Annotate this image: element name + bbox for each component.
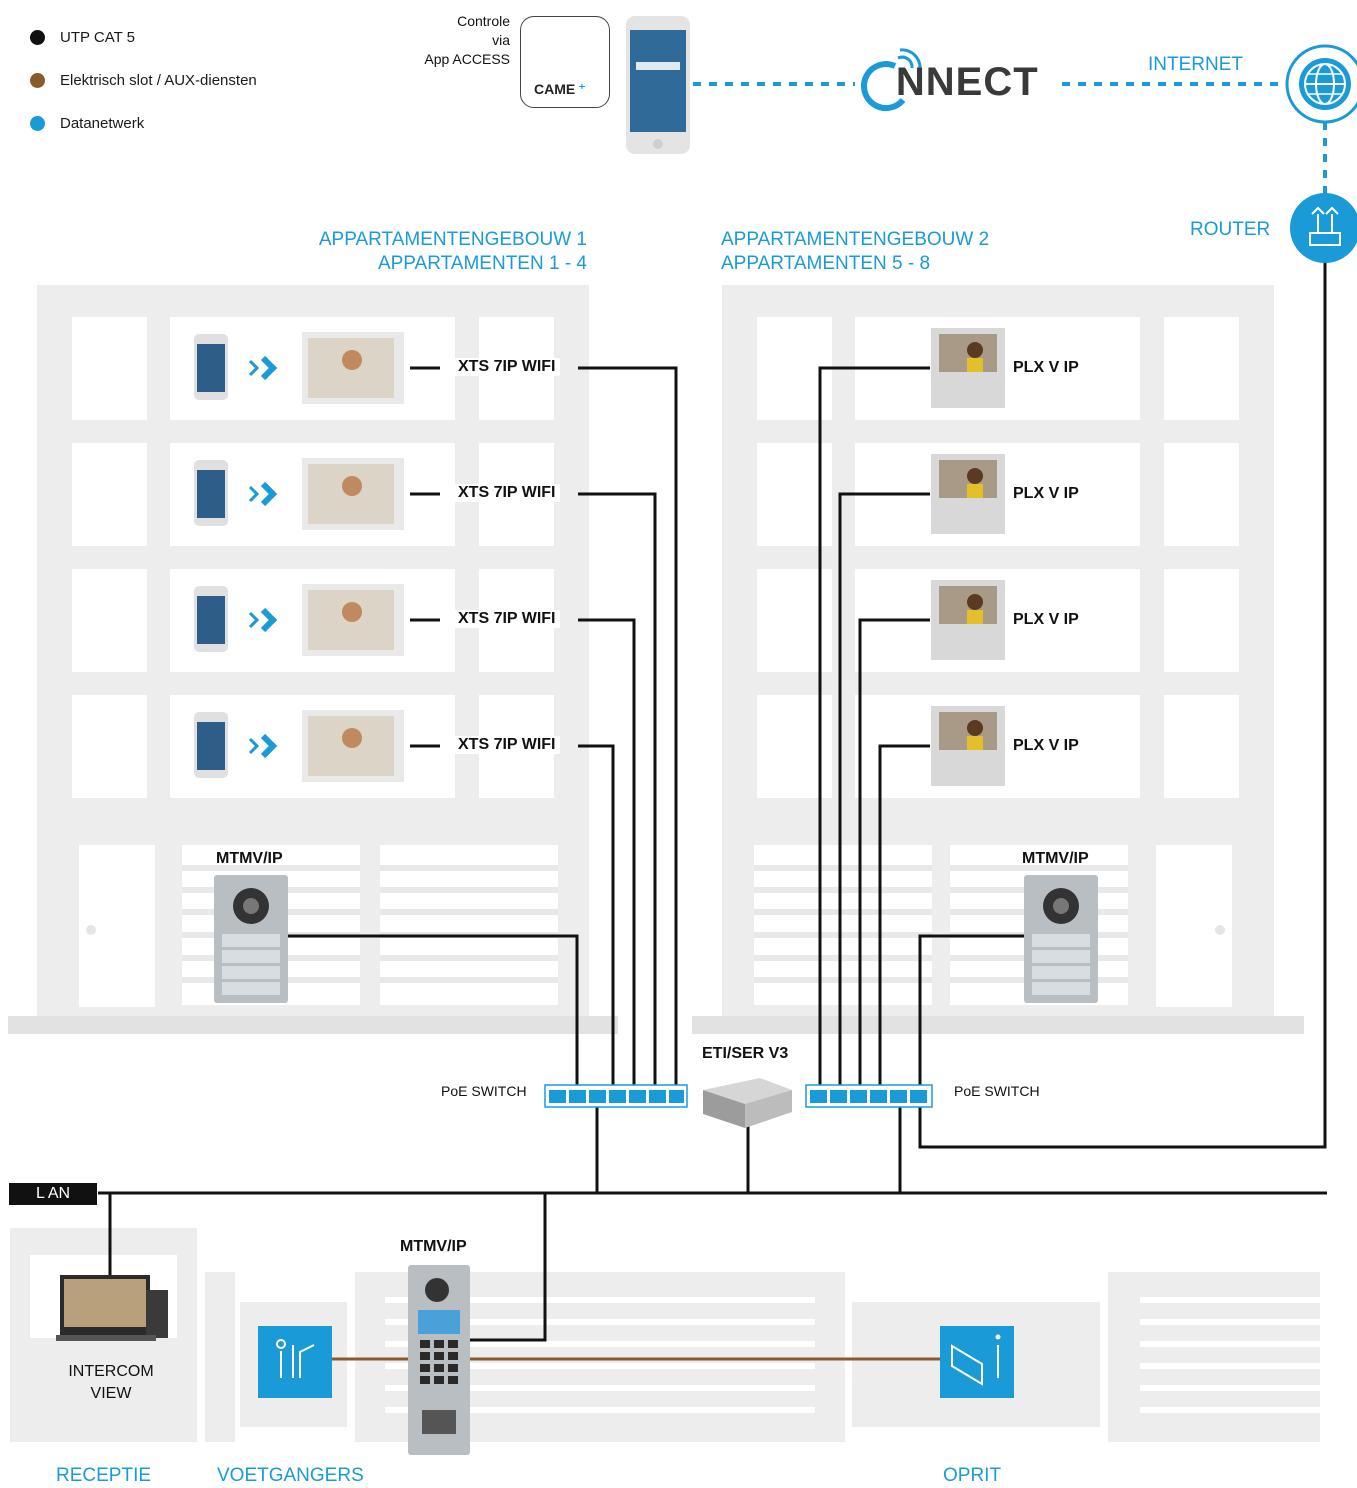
data-network-lines xyxy=(693,82,1327,195)
building1-devices xyxy=(194,332,404,782)
device-row-1 xyxy=(194,332,404,404)
poe-switch-label: PoE SWITCH xyxy=(441,1083,527,1099)
building1-title: APPARTAMENTENGEBOUW 1 APPARTAMENTEN 1 - … xyxy=(318,229,587,274)
legend-label: UTP CAT 5 xyxy=(60,29,136,46)
connect-logo: CNNECT xyxy=(895,60,1039,104)
poe-switch-2 xyxy=(805,1084,933,1108)
device-row-2 xyxy=(194,458,404,530)
receptie-label: RECEPTIE xyxy=(56,1465,152,1486)
utp-cables xyxy=(98,262,1327,1342)
came-brand: CAME xyxy=(534,81,576,97)
globe-icon xyxy=(1285,44,1357,124)
came-plus-icon: ⁺ xyxy=(578,81,586,98)
legend-item-utp: UTP CAT 5 xyxy=(30,29,135,46)
legend-label: Datanetwerk xyxy=(60,115,145,132)
voetgangers-label: VOETGANGERS xyxy=(217,1465,364,1486)
legend-item-slot: Elektrisch slot / AUX-diensten xyxy=(30,72,257,89)
monitor-label: XTS 7IP WIFI xyxy=(454,736,560,754)
door-station-label: MTMV/IP xyxy=(400,1238,467,1255)
monitor-label: XTS 7IP WIFI xyxy=(454,610,560,628)
server-box xyxy=(703,1078,792,1128)
oprit-label: OPRIT xyxy=(943,1465,1002,1486)
door-station-building1 xyxy=(214,875,288,1003)
came-phone xyxy=(626,16,690,154)
pedestrian-access-icon xyxy=(258,1326,332,1398)
legend-label: Elektrisch slot / AUX-diensten xyxy=(60,72,257,89)
poe-switch-label: PoE SWITCH xyxy=(954,1083,1040,1099)
legend-dot-utp xyxy=(30,30,45,45)
legend-item-data: Datanetwerk xyxy=(30,115,144,132)
legend-dot-data xyxy=(30,116,45,131)
building2-title: APPARTAMENTENGEBOUW 2 APPARTAMENTEN 5 - … xyxy=(721,229,990,274)
monitor-label: PLX V IP xyxy=(1013,485,1079,502)
internet-label: INTERNET xyxy=(1148,54,1243,75)
door-station-label: MTMV/IP xyxy=(1022,850,1089,867)
router-label: ROUTER xyxy=(1190,219,1271,240)
server-label: ETI/SER V3 xyxy=(702,1045,789,1062)
door-station-ground xyxy=(408,1265,470,1455)
door-station-label: MTMV/IP xyxy=(216,850,283,867)
router-icon xyxy=(1290,193,1357,263)
intercom-view-label: INTERCOM VIEW xyxy=(68,1363,154,1402)
monitor-label: XTS 7IP WIFI xyxy=(454,358,560,376)
reception-pc xyxy=(56,1275,168,1341)
monitor-label: PLX V IP xyxy=(1013,359,1079,376)
monitor-label: PLX V IP xyxy=(1013,737,1079,754)
building2-monitors xyxy=(931,328,1005,786)
came-app-badge xyxy=(520,16,610,108)
monitor-label: XTS 7IP WIFI xyxy=(454,484,560,502)
ground-structures xyxy=(10,1228,1320,1442)
connect-cloud-icon xyxy=(861,48,922,112)
poe-switch-1 xyxy=(544,1084,688,1108)
building-1 xyxy=(8,285,618,1034)
legend-dot-slot xyxy=(30,73,45,88)
device-row-3 xyxy=(194,584,404,656)
lan-tag: L AN xyxy=(9,1183,97,1205)
door-station-building2 xyxy=(1024,875,1098,1003)
device-row-4 xyxy=(194,710,404,782)
driveway-access-icon xyxy=(940,1326,1014,1398)
controle-text: Controle via App ACCESS xyxy=(424,13,510,67)
monitor-label: PLX V IP xyxy=(1013,611,1079,628)
